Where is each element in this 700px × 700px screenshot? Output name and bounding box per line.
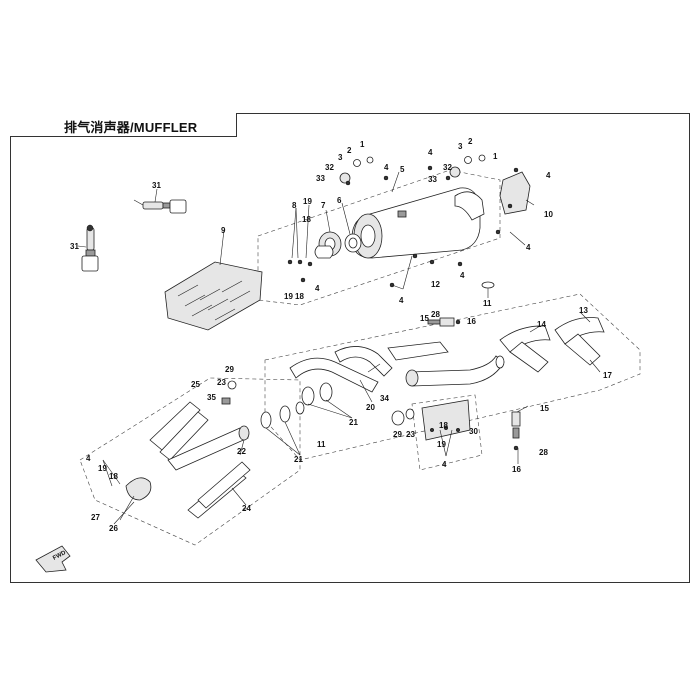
callout-5: 5 [400, 165, 405, 174]
callout-14: 14 [537, 320, 546, 329]
callout-21: 21 [294, 455, 303, 464]
callout-16: 16 [467, 317, 476, 326]
callout-6: 6 [337, 196, 342, 205]
callout-16: 16 [512, 465, 521, 474]
gasket-29-23 [391, 408, 415, 426]
callout-11: 11 [317, 440, 326, 449]
callout-2: 2 [347, 146, 352, 155]
callout-1: 1 [360, 140, 365, 149]
callout-1: 1 [493, 152, 498, 161]
pipe-20 [334, 346, 393, 377]
rear-pipe-group-outline [264, 293, 641, 461]
callout-10: 10 [544, 210, 553, 219]
callout-22: 22 [237, 447, 246, 456]
rubber-mount-right [445, 154, 486, 181]
callout-31: 31 [70, 242, 79, 251]
callout-26: 26 [109, 524, 118, 533]
callout-9: 9 [221, 226, 226, 235]
pipe-34 [289, 357, 379, 393]
heat-shield [164, 261, 263, 331]
callout-28: 28 [539, 448, 548, 457]
callout-19: 19 [284, 292, 293, 301]
gasket-set-21 [260, 382, 333, 429]
tailpipe-14 [499, 325, 551, 373]
callout-8: 8 [292, 201, 297, 210]
callout-4: 4 [86, 454, 91, 463]
callout-11: 11 [483, 299, 492, 308]
callout-30: 30 [469, 427, 478, 436]
diagram-title: 排气消声器/MUFFLER [64, 120, 198, 135]
flange-26 [125, 477, 152, 501]
callout-3: 3 [338, 153, 343, 162]
mount-bracket [499, 171, 531, 215]
callout-31: 31 [152, 181, 161, 190]
muffler-end-cap [314, 231, 342, 259]
callout-13: 13 [579, 306, 588, 315]
fwd-arrow: FWD [35, 545, 71, 573]
callout-21: 21 [349, 418, 358, 427]
callout-29: 29 [393, 430, 402, 439]
callout-4: 4 [460, 271, 465, 280]
callout-23: 23 [217, 378, 226, 387]
y-pipe [387, 341, 505, 387]
spring-lower [511, 411, 521, 451]
header-pipe-22 [167, 425, 250, 471]
muffler-bolts [287, 165, 519, 288]
callout-2: 2 [468, 137, 473, 146]
callout-15: 15 [420, 314, 429, 323]
callout-35: 35 [207, 393, 216, 402]
callout-18: 18 [295, 292, 304, 301]
callout-28: 28 [431, 310, 440, 319]
callout-3: 3 [458, 142, 463, 151]
callout-labels: 1 2 3 32 33 4 5 6 7 8 19 18 19 18 9 31 3… [70, 137, 612, 533]
callout-4: 4 [428, 148, 433, 157]
callout-29: 29 [225, 365, 234, 374]
callout-25: 25 [191, 380, 200, 389]
callout-23: 23 [406, 430, 415, 439]
callout-18: 18 [439, 421, 448, 430]
header-pipe-24 [187, 461, 251, 519]
diagram-frame [10, 113, 690, 583]
muffler-body [351, 187, 485, 259]
callout-27: 27 [91, 513, 100, 522]
callout-4: 4 [384, 163, 389, 172]
leader-lines [77, 171, 601, 525]
bracket-group-outline [411, 394, 483, 471]
clamp-ring [481, 281, 495, 289]
callout-19: 19 [98, 464, 107, 473]
header-pipe-25 [149, 401, 209, 461]
callout-18: 4 [315, 284, 320, 293]
callout-19: 19 [303, 197, 312, 206]
callout-34: 34 [380, 394, 389, 403]
sensor-boss [221, 380, 237, 405]
callout-18: 18 [302, 215, 311, 224]
callout-7: 7 [321, 201, 326, 210]
callout-12: 12 [431, 280, 440, 289]
callout-33: 33 [428, 175, 437, 184]
muffler-gasket [344, 233, 362, 253]
bracket-30 [421, 399, 471, 441]
spring-upper [427, 317, 461, 327]
callout-4: 4 [442, 460, 447, 469]
callout-4: 4 [526, 243, 531, 252]
oxygen-sensor-upper [133, 199, 187, 214]
callout-18: 18 [109, 472, 118, 481]
callout-24: 24 [242, 504, 251, 513]
callout-32: 32 [325, 163, 334, 172]
title-box [10, 113, 237, 137]
callout-17: 17 [603, 371, 612, 380]
callout-4: 4 [546, 171, 551, 180]
callout-33: 33 [316, 174, 325, 183]
rubber-mount-left [339, 156, 374, 186]
oxygen-sensor-lower [81, 224, 99, 272]
tailpipe-13 [554, 317, 605, 366]
callout-4: 4 [399, 296, 404, 305]
callout-32: 32 [443, 163, 452, 172]
callout-15: 15 [540, 404, 549, 413]
callout-19: 19 [437, 440, 446, 449]
callout-20: 20 [366, 403, 375, 412]
